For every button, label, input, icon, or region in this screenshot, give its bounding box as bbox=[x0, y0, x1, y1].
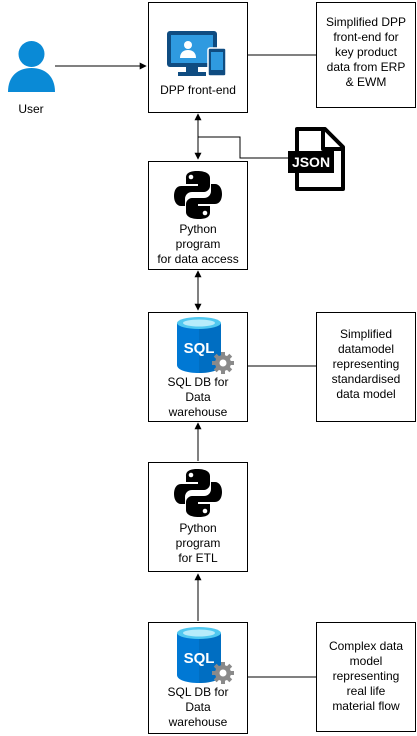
frontend-node: DPP front-end bbox=[148, 2, 248, 113]
sql-dw-bottom-node: SQL SQL DB for Data warehouse bbox=[148, 622, 248, 734]
complex-note-text: Complex data model representing real lif… bbox=[328, 639, 404, 713]
sql-dw-top-label: SQL DB for Data warehouse bbox=[167, 375, 229, 419]
sql-badge-text: SQL bbox=[184, 340, 215, 357]
python-access-label: Python program for data access bbox=[157, 222, 239, 266]
python-icon bbox=[174, 469, 222, 517]
sql-database-icon: SQL bbox=[177, 317, 234, 374]
json-file-icon bbox=[288, 127, 345, 191]
sql-database-icon: SQL bbox=[177, 627, 234, 684]
monitor-devices-icon bbox=[167, 31, 227, 77]
json-label: JSON bbox=[291, 154, 331, 170]
datamodel-note-text: Simplified datamodel representing standa… bbox=[331, 327, 401, 401]
complex-note: Complex data model representing real lif… bbox=[316, 622, 416, 732]
sql-dw-bottom-label: SQL DB for Data warehouse bbox=[167, 685, 229, 729]
edge-json-link bbox=[198, 136, 290, 159]
user-icon bbox=[8, 41, 55, 92]
python-icon bbox=[174, 171, 222, 219]
frontend-note-text: Simplified DPP front-end for key product… bbox=[325, 15, 407, 89]
user-label: User bbox=[18, 102, 44, 116]
datamodel-note: Simplified datamodel representing standa… bbox=[316, 312, 416, 422]
sql-dw-top-node: SQL SQL DB for Data warehouse bbox=[148, 312, 248, 422]
python-access-node: Python program for data access bbox=[148, 161, 248, 270]
python-etl-node: Python program for ETL bbox=[148, 462, 248, 572]
frontend-label: DPP front-end bbox=[160, 83, 236, 97]
sql-badge-text: SQL bbox=[184, 650, 215, 667]
python-etl-label: Python program for ETL bbox=[175, 521, 221, 565]
frontend-note: Simplified DPP front-end for key product… bbox=[316, 2, 416, 108]
